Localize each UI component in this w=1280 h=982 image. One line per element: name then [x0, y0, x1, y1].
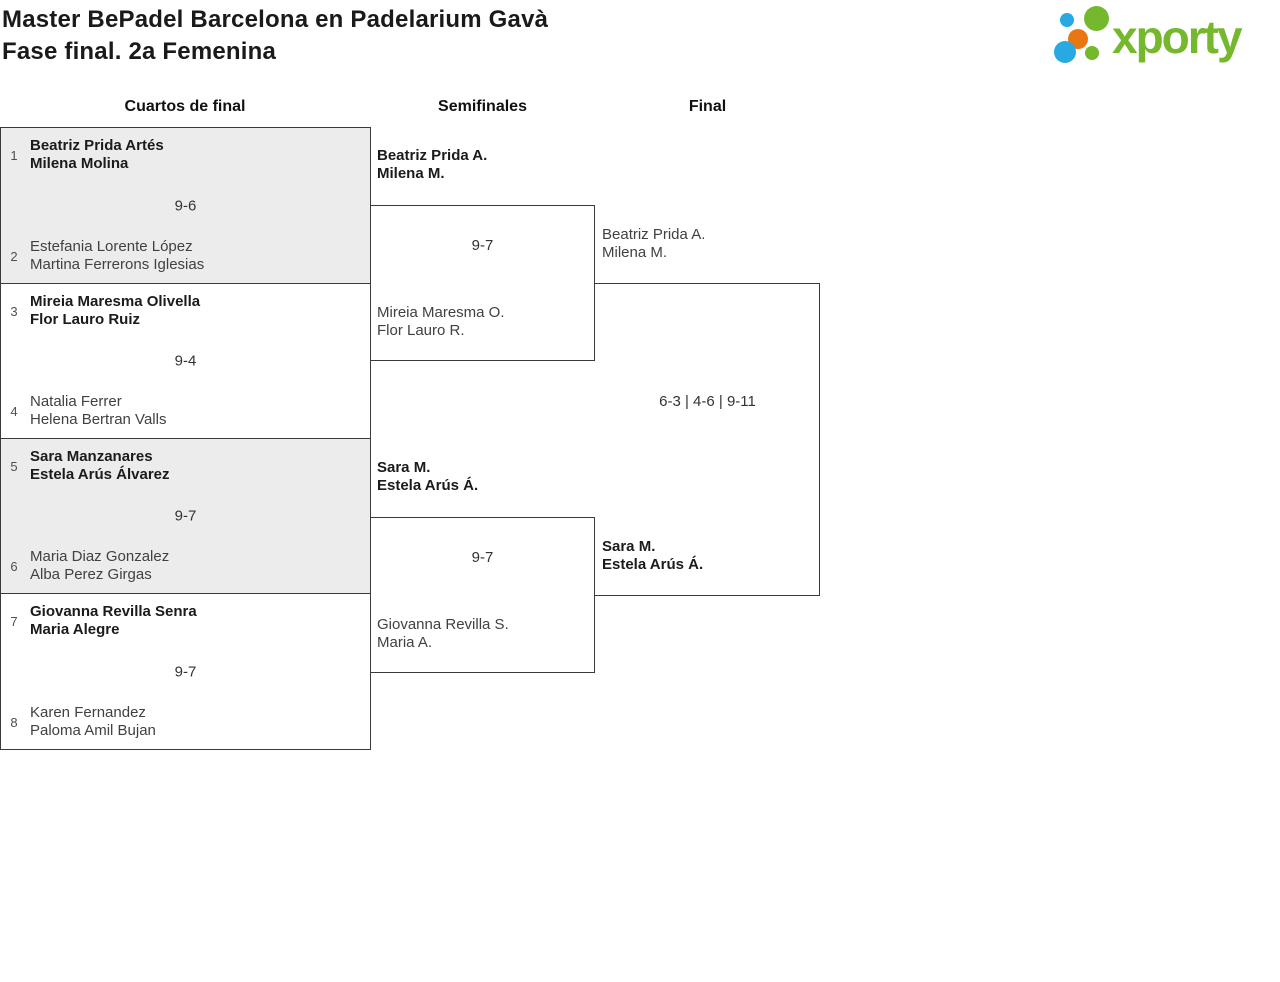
- quarterfinal-match-4: 7 Giovanna Revilla Senra Maria Alegre 9-…: [1, 594, 370, 749]
- logo-dot-green-large: [1084, 6, 1109, 31]
- player-2: Flor Lauro R.: [377, 322, 465, 339]
- team-names: Natalia Ferrer Helena Bertran Valls: [30, 393, 166, 429]
- team-entry: 6 Maria Diaz Gonzalez Alba Perez Girgas: [6, 548, 169, 584]
- semifinal-2-team-1: Sara M. Estela Arús Á.: [377, 459, 478, 495]
- logo-dot-green-small: [1085, 46, 1099, 60]
- tournament-name: Master BePadel Barcelona en Padelarium G…: [2, 6, 549, 33]
- team-names: Estefania Lorente López Martina Ferreron…: [30, 238, 204, 274]
- round-header-final: Final: [688, 98, 727, 115]
- player-1: Maria Diaz Gonzalez: [30, 548, 170, 565]
- player-2: Milena M.: [377, 165, 445, 182]
- logo-wordmark: xporty: [1112, 11, 1243, 63]
- team-names: Sara Manzanares Estela Arús Álvarez: [30, 448, 170, 484]
- page-title: Master BePadel Barcelona en Padelarium G…: [2, 4, 548, 68]
- player-1: Mireia Maresma O.: [377, 304, 505, 321]
- player-2: Milena Molina: [30, 155, 129, 172]
- team-names: Karen Fernandez Paloma Amil Bujan: [30, 704, 156, 740]
- logo-dot-blue-small: [1060, 13, 1074, 27]
- team-names: Beatriz Prida Artés Milena Molina: [30, 137, 164, 173]
- semifinal-2-team-2: Giovanna Revilla S. Maria A.: [377, 616, 509, 652]
- semifinal-1-box: [370, 205, 595, 361]
- final-score: 6-3 | 4-6 | 9-11: [659, 393, 756, 410]
- semifinal-1-team-1: Beatriz Prida A. Milena M.: [377, 147, 487, 183]
- seed-number: 2: [10, 248, 18, 264]
- round-header-semifinals: Semifinales: [438, 98, 527, 115]
- logo-dot-blue-large: [1054, 41, 1076, 63]
- player-1: Sara M.: [602, 538, 656, 555]
- semifinal-2-score: 9-7: [471, 549, 494, 566]
- player-2: Estela Arús Álvarez: [30, 466, 170, 483]
- seed-number: 1: [10, 147, 18, 163]
- player-1: Beatriz Prida A.: [377, 147, 488, 164]
- player-2: Estela Arús Á.: [602, 556, 704, 573]
- seed-number: 3: [10, 303, 18, 319]
- player-2: Estela Arús Á.: [377, 477, 479, 494]
- player-2: Paloma Amil Bujan: [30, 722, 156, 739]
- player-1: Beatriz Prida Artés: [30, 137, 164, 154]
- round-header-quarterfinals: Cuartos de final: [124, 98, 246, 115]
- seed-number: 6: [10, 558, 18, 574]
- team-entry: 2 Estefania Lorente López Martina Ferrer…: [6, 238, 204, 274]
- player-1: Beatriz Prida A.: [602, 226, 706, 243]
- player-1: Giovanna Revilla S.: [377, 616, 509, 633]
- quarterfinal-match-2: 3 Mireia Maresma Olivella Flor Lauro Rui…: [1, 284, 370, 439]
- player-1: Sara M.: [377, 459, 431, 476]
- quarterfinal-match-1: 1 Beatriz Prida Artés Milena Molina 9-6 …: [1, 128, 370, 284]
- player-1: Giovanna Revilla Senra: [30, 603, 197, 620]
- xporty-logo[interactable]: xporty: [1048, 0, 1280, 80]
- player-2: Maria Alegre: [30, 621, 120, 638]
- match-score: 9-7: [174, 507, 197, 525]
- player-2: Martina Ferrerons Iglesias: [30, 256, 205, 273]
- final-team-2-winner: Sara M. Estela Arús Á.: [602, 538, 703, 574]
- team-entry: 1 Beatriz Prida Artés Milena Molina: [6, 137, 164, 173]
- seed-number: 8: [10, 714, 18, 730]
- team-names: Giovanna Revilla Senra Maria Alegre: [30, 603, 197, 639]
- final-box: [595, 283, 820, 596]
- match-score: 9-6: [174, 197, 197, 214]
- player-1: Sara Manzanares: [30, 448, 153, 465]
- player-1: Karen Fernandez: [30, 704, 146, 721]
- team-entry: 3 Mireia Maresma Olivella Flor Lauro Rui…: [6, 293, 200, 329]
- seed-number: 7: [10, 613, 18, 629]
- team-entry: 8 Karen Fernandez Paloma Amil Bujan: [6, 704, 156, 740]
- player-1: Natalia Ferrer: [30, 393, 122, 410]
- match-score: 9-7: [174, 663, 197, 680]
- final-team-1: Beatriz Prida A. Milena M.: [602, 226, 705, 262]
- team-entry: 5 Sara Manzanares Estela Arús Álvarez: [6, 448, 170, 484]
- player-1: Estefania Lorente López: [30, 238, 193, 255]
- player-2: Milena M.: [602, 244, 668, 261]
- seed-number: 5: [10, 458, 18, 474]
- phase-category: Fase final. 2a Femenina: [2, 38, 277, 65]
- semifinal-1-score: 9-7: [471, 237, 494, 254]
- player-2: Maria A.: [377, 634, 433, 651]
- team-entry: 4 Natalia Ferrer Helena Bertran Valls: [6, 393, 166, 429]
- quarterfinals-column: 1 Beatriz Prida Artés Milena Molina 9-6 …: [0, 127, 371, 750]
- semifinal-2-box: [370, 517, 595, 673]
- quarterfinal-match-3: 5 Sara Manzanares Estela Arús Álvarez 9-…: [1, 439, 370, 594]
- semifinal-1-team-2: Mireia Maresma O. Flor Lauro R.: [377, 304, 505, 340]
- player-1: Mireia Maresma Olivella: [30, 293, 201, 310]
- seed-number: 4: [10, 403, 18, 419]
- team-names: Maria Diaz Gonzalez Alba Perez Girgas: [30, 548, 169, 584]
- player-2: Flor Lauro Ruiz: [30, 311, 140, 328]
- team-names: Mireia Maresma Olivella Flor Lauro Ruiz: [30, 293, 200, 329]
- player-2: Alba Perez Girgas: [30, 566, 152, 583]
- team-entry: 7 Giovanna Revilla Senra Maria Alegre: [6, 603, 197, 639]
- match-score: 9-4: [174, 352, 197, 370]
- player-2: Helena Bertran Valls: [30, 411, 167, 428]
